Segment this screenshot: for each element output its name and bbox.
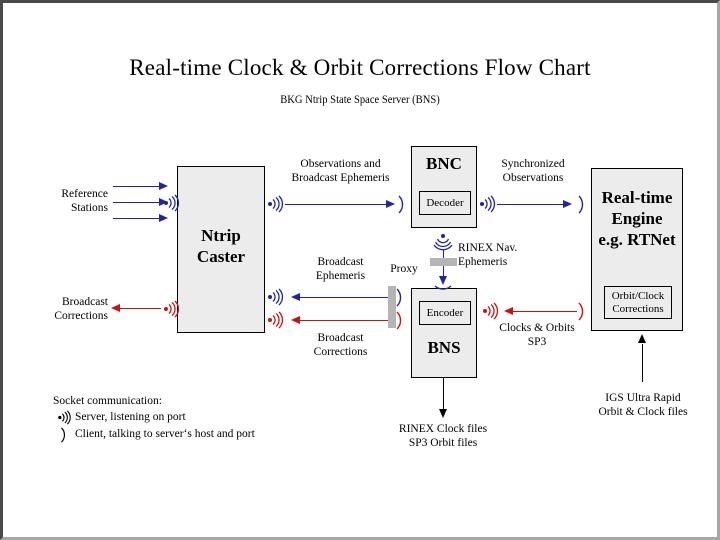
- client-socket-icon-bns-bcorr: [395, 311, 405, 330]
- bnc-decoder-subbox[interactable]: Decoder: [419, 191, 471, 215]
- client-socket-icon-bns-bce: [395, 288, 405, 307]
- obs-bce-line2: Broadcast Ephemeris: [291, 172, 390, 184]
- legend: Socket communication: Server, listening …: [53, 393, 353, 443]
- label-broadcast-corrections-mid: Broadcast Corrections: [288, 331, 393, 359]
- bcorr-mid-line2: Corrections: [313, 346, 368, 358]
- rinex-clock-line2: SP3 Orbit files: [408, 437, 478, 449]
- server-socket-icon-caster-in: [163, 194, 180, 212]
- arrow-line-ref-3: [113, 218, 161, 219]
- proxy-bar-horizontal[interactable]: [388, 286, 396, 328]
- arrow-line-rinex-clock-files: [443, 378, 444, 411]
- arrow-line-ref-1: [113, 186, 161, 187]
- bce-line2: Ephemeris: [315, 270, 366, 282]
- box-ntrip-caster[interactable]: Ntrip Caster: [177, 166, 265, 333]
- arrow-line-bce: [300, 297, 392, 298]
- client-socket-icon-bnc-in: [397, 195, 407, 214]
- arrow-line-bc-out: [120, 308, 161, 309]
- server-socket-icon-caster-bce: [267, 288, 284, 306]
- bnc-title: BNC: [426, 154, 462, 173]
- label-rinex-clock-files: RINEX Clock files SP3 Orbit files: [373, 422, 513, 450]
- box-realtime-engine[interactable]: Real-time Engine e.g. RTNet Orbit/Clock …: [591, 168, 683, 331]
- igs-line2: Orbit & Clock files: [598, 406, 688, 418]
- label-clocks-and-orbits: Clocks & Orbits SP3: [481, 321, 593, 349]
- ntrip-caster-title-line1: Ntrip: [201, 226, 241, 245]
- bnc-decoder-label: Decoder: [426, 196, 464, 209]
- box-bnc[interactable]: BNC Decoder: [411, 146, 477, 228]
- engine-title-line2: Engine: [611, 209, 663, 228]
- legend-heading: Socket communication:: [53, 395, 162, 407]
- label-rinex-nav-ephemeris: RINEX Nav. Ephemeris: [458, 241, 564, 269]
- arrow-head-bcorr: [291, 315, 300, 324]
- rinex-nav-line1: RINEX Nav.: [458, 242, 518, 254]
- server-socket-icon-caster-bcorr: [267, 311, 284, 329]
- page-subtitle: BKG Ntrip State Space Server (BNS): [280, 94, 440, 106]
- arrow-head-sync-obs: [563, 199, 572, 208]
- client-socket-icon-bns-nav: [434, 284, 452, 294]
- client-socket-icon-engine-out: [577, 302, 587, 321]
- sync-obs-line1: Synchronized: [501, 158, 565, 170]
- engine-title-line3: e.g. RTNet: [598, 230, 676, 249]
- engine-sub-line1: Orbit/Clock: [611, 289, 665, 302]
- arrow-head-obs-bce: [386, 199, 395, 208]
- label-synchronized-observations: Synchronized Observations: [473, 157, 593, 185]
- legend-item-client: Client, talking to server‘s host and por…: [53, 426, 353, 443]
- arrow-head-ref-1: [159, 181, 168, 190]
- client-socket-icon-legend: [53, 426, 75, 443]
- server-socket-icon-caster-obs: [267, 195, 284, 213]
- label-igs-ultra-rapid: IGS Ultra Rapid Orbit & Clock files: [573, 391, 713, 419]
- page-title: Real-time Clock & Orbit Corrections Flow…: [129, 55, 591, 80]
- bc-out-line1: Broadcast: [62, 296, 108, 308]
- arrow-head-rinex-clock-files: [439, 409, 447, 418]
- legend-item-server-text: Server, listening on port: [75, 411, 186, 423]
- arrow-head-rinex-nav: [439, 276, 447, 285]
- client-socket-icon-engine-in: [577, 195, 587, 214]
- server-socket-icon-legend: [53, 410, 75, 425]
- arrow-line-bcorr: [300, 320, 392, 321]
- arrow-head-ref-3: [159, 213, 168, 222]
- engine-sub-line2: Corrections: [612, 302, 664, 315]
- rinex-nav-line2: Ephemeris: [458, 256, 508, 268]
- label-reference-stations: Reference Stations: [13, 187, 108, 215]
- igs-line1: IGS Ultra Rapid: [605, 392, 681, 404]
- ntrip-caster-title-line2: Caster: [196, 247, 246, 266]
- bce-line1: Broadcast: [317, 256, 364, 268]
- arrow-head-bce: [291, 292, 300, 301]
- arrow-line-obs-bce: [285, 204, 388, 205]
- reference-stations-line2: Stations: [70, 202, 108, 214]
- arrow-line-sync-obs: [497, 204, 565, 205]
- sync-obs-line2: Observations: [502, 172, 564, 184]
- reference-stations-line1: Reference: [61, 188, 108, 200]
- label-observations-and-bce: Observations and Broadcast Ephemeris: [268, 157, 413, 185]
- arrow-line-ref-2: [113, 202, 161, 203]
- bc-out-line2: Corrections: [54, 310, 108, 322]
- arrow-line-igs-ultra-rapid: [642, 344, 643, 382]
- obs-bce-line1: Observations and: [300, 158, 381, 170]
- arrow-head-igs-ultra-rapid: [637, 334, 646, 343]
- bns-title: BNS: [427, 338, 461, 357]
- clocks-orbits-line1: Clocks & Orbits: [499, 322, 575, 334]
- bcorr-mid-line1: Broadcast: [317, 332, 364, 344]
- engine-orbit-clock-corrections-subbox[interactable]: Orbit/Clock Corrections: [604, 286, 672, 319]
- server-socket-icon-bnc-out: [479, 195, 496, 213]
- label-broadcast-corrections-out: Broadcast Corrections: [13, 295, 108, 323]
- engine-title-line1: Real-time: [601, 188, 673, 207]
- arrow-head-ref-2: [159, 197, 168, 206]
- bns-encoder-subbox[interactable]: Encoder: [419, 301, 471, 325]
- arrow-head-clocks-orbits: [504, 306, 513, 315]
- proxy-bar-vertical[interactable]: [430, 258, 457, 266]
- legend-item-client-text: Client, talking to server‘s host and por…: [75, 428, 255, 440]
- arrow-line-clocks-orbits: [513, 311, 577, 312]
- arrow-head-bc-out: [111, 303, 120, 312]
- label-proxy: Proxy: [390, 263, 418, 275]
- server-socket-icon-caster-out: [163, 300, 180, 318]
- rinex-clock-line1: RINEX Clock files: [398, 423, 488, 435]
- bns-encoder-label: Encoder: [426, 306, 464, 319]
- legend-item-server: Server, listening on port: [53, 409, 353, 426]
- clocks-orbits-line2: SP3: [527, 336, 547, 348]
- server-socket-icon-bns-clocks: [482, 302, 499, 320]
- server-socket-icon-bnc-nav: [433, 233, 453, 251]
- box-bns[interactable]: Encoder BNS: [411, 288, 477, 378]
- label-broadcast-ephemeris: Broadcast Ephemeris: [288, 255, 393, 283]
